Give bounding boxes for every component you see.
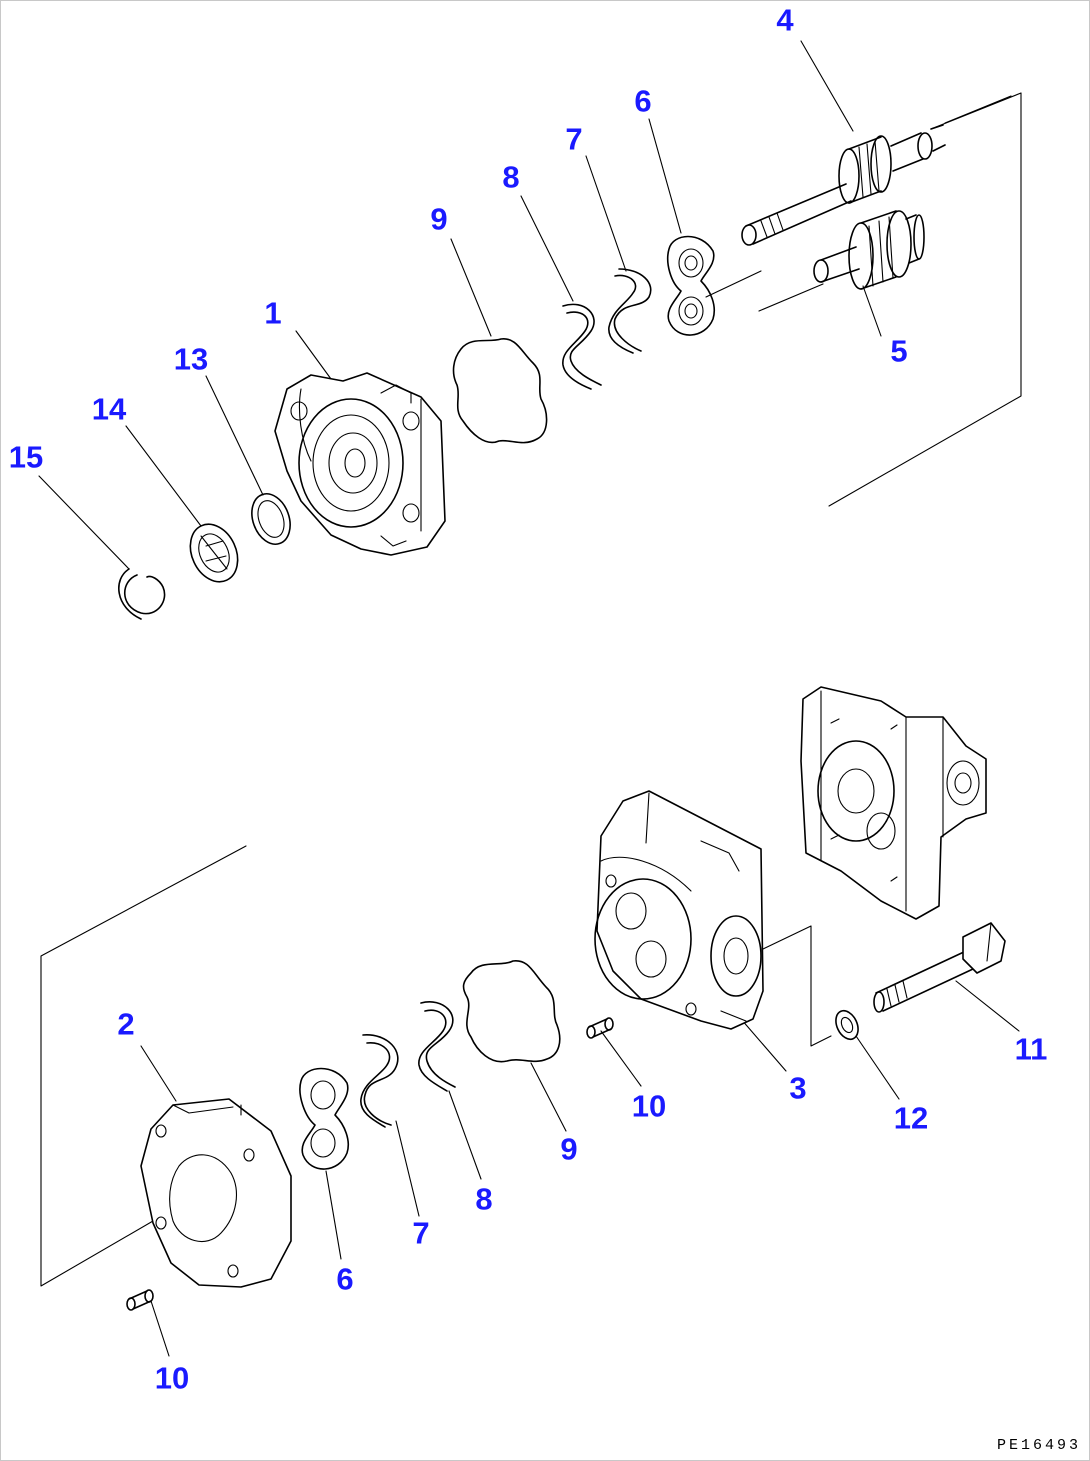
part-3-gear-case <box>594 790 764 1030</box>
callout-11: 11 <box>1014 1031 1048 1067</box>
part-10-dowel-pin-mid <box>586 1017 614 1039</box>
leader-lines <box>38 40 1020 1357</box>
part-10-dowel-pin-bottom <box>126 1289 154 1311</box>
part-15-snap-ring <box>118 568 166 620</box>
callout-8-top: 8 <box>502 159 520 195</box>
callout-10-mid: 10 <box>631 1088 667 1124</box>
part-5-driven-gear <box>813 210 925 290</box>
callout-8-bottom: 8 <box>475 1181 493 1217</box>
callout-12: 12 <box>893 1100 929 1136</box>
part-13-washer <box>251 493 291 545</box>
callout-10-bottom: 10 <box>154 1360 190 1396</box>
callout-4: 4 <box>776 2 794 38</box>
callout-14: 14 <box>91 391 127 427</box>
callout-5: 5 <box>890 333 908 369</box>
part-9-gasket-bottom <box>462 960 561 1063</box>
callout-7-bottom: 7 <box>412 1215 430 1251</box>
callout-6-bottom: 6 <box>336 1261 354 1297</box>
part-11-bolt <box>873 922 1006 1013</box>
drawing-code: PE16493 <box>996 1437 1081 1454</box>
callout-15: 15 <box>8 439 44 475</box>
part-4-drive-shaft <box>741 95 1012 246</box>
part-7-ring-top <box>608 268 652 354</box>
callout-2: 2 <box>117 1006 135 1042</box>
part-2-end-cover <box>140 1098 292 1288</box>
callout-6-top: 6 <box>634 83 652 119</box>
callout-9-bottom: 9 <box>560 1131 578 1167</box>
part-8-seal-top <box>562 303 602 390</box>
callout-7-top: 7 <box>565 121 583 157</box>
part-7-ring-bottom <box>360 1034 399 1128</box>
callout-3: 3 <box>789 1070 807 1106</box>
assembly-axis-lines <box>40 92 1022 1287</box>
rear-pump-assembly <box>800 686 987 920</box>
callout-1: 1 <box>264 295 282 331</box>
part-8-seal-bottom <box>418 1001 456 1092</box>
part-6-plate-top <box>666 235 716 336</box>
part-6-plate-bottom <box>299 1067 350 1170</box>
part-12-washer <box>835 1009 859 1041</box>
part-14-oil-seal <box>189 523 239 583</box>
callout-9-top: 9 <box>430 201 448 237</box>
part-1-flange-housing <box>274 372 446 556</box>
part-9-gasket-top <box>452 338 548 444</box>
callout-13: 13 <box>173 341 209 377</box>
